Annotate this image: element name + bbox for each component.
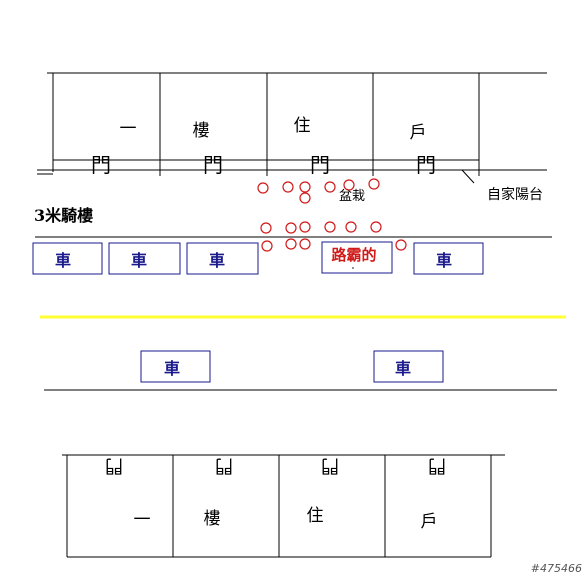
parked-car: [108, 242, 181, 275]
door-label: 門: [105, 455, 123, 476]
top-label-2: 樓: [193, 121, 210, 141]
planters: [257, 178, 407, 252]
planter: [261, 240, 273, 252]
car-label: 車: [209, 251, 225, 270]
parked-car: [373, 350, 444, 383]
car-label: 車: [55, 251, 71, 270]
bottom-doors: 門 門 門 門: [105, 455, 446, 476]
planter: [299, 221, 311, 233]
planter: [368, 178, 380, 190]
door-label: 門: [310, 153, 330, 177]
top-label-3: 住: [294, 116, 311, 136]
planter: [285, 222, 297, 234]
planter: [395, 239, 407, 251]
planter: [285, 238, 297, 250]
top-building-row: [37, 72, 547, 184]
car-label: 車: [436, 251, 452, 270]
door-label: 門: [416, 153, 436, 177]
road-hog-dot: [352, 267, 354, 269]
door-label: 門: [203, 153, 223, 177]
door-label: 門: [428, 455, 446, 476]
bottom-label-4: 戶: [421, 512, 438, 532]
bottom-label-1: 一: [134, 510, 151, 530]
planter: [324, 221, 336, 233]
door-label: 門: [321, 455, 339, 476]
door-label: 門: [215, 455, 233, 476]
bottom-labels: 一 樓 住 戶: [134, 506, 438, 532]
planter-label: 盆栽: [339, 188, 365, 204]
top-label-1: 一: [120, 119, 137, 139]
bottom-label-2: 樓: [204, 509, 221, 529]
balcony-pointer: [461, 169, 475, 184]
watermark: #475466: [531, 562, 582, 575]
near-lane-cars: 車 車 車 路霸的 車: [32, 241, 484, 275]
top-label-4: 戶: [410, 123, 427, 143]
car-label: 車: [395, 359, 411, 378]
planter: [299, 238, 311, 250]
car-label: 車: [131, 251, 147, 270]
planter: [282, 181, 294, 193]
top-doors: 門 門 門 門: [91, 153, 436, 177]
balcony-label: 自家陽台: [487, 186, 543, 203]
planter: [299, 181, 311, 193]
planter: [345, 221, 357, 233]
parked-car: [413, 242, 484, 275]
parked-car: [32, 242, 103, 275]
far-lane-cars: 車 車: [140, 350, 444, 383]
car-label: 車: [164, 359, 180, 378]
planter: [260, 222, 272, 234]
door-label: 門: [91, 153, 111, 177]
planter: [370, 221, 382, 233]
parked-car: [186, 242, 259, 275]
road-hog-label: 路霸的: [331, 246, 376, 264]
planter: [324, 181, 336, 193]
bottom-label-3: 住: [307, 506, 324, 526]
bottom-building-row: [62, 454, 505, 558]
planter: [299, 192, 311, 204]
planter: [257, 182, 269, 194]
parked-car: [140, 350, 211, 383]
planter: [343, 179, 355, 191]
road-hog-car: [321, 241, 393, 274]
top-labels: 一 樓 住 戶: [120, 116, 427, 143]
arcade-label: 3米騎樓: [34, 206, 93, 225]
